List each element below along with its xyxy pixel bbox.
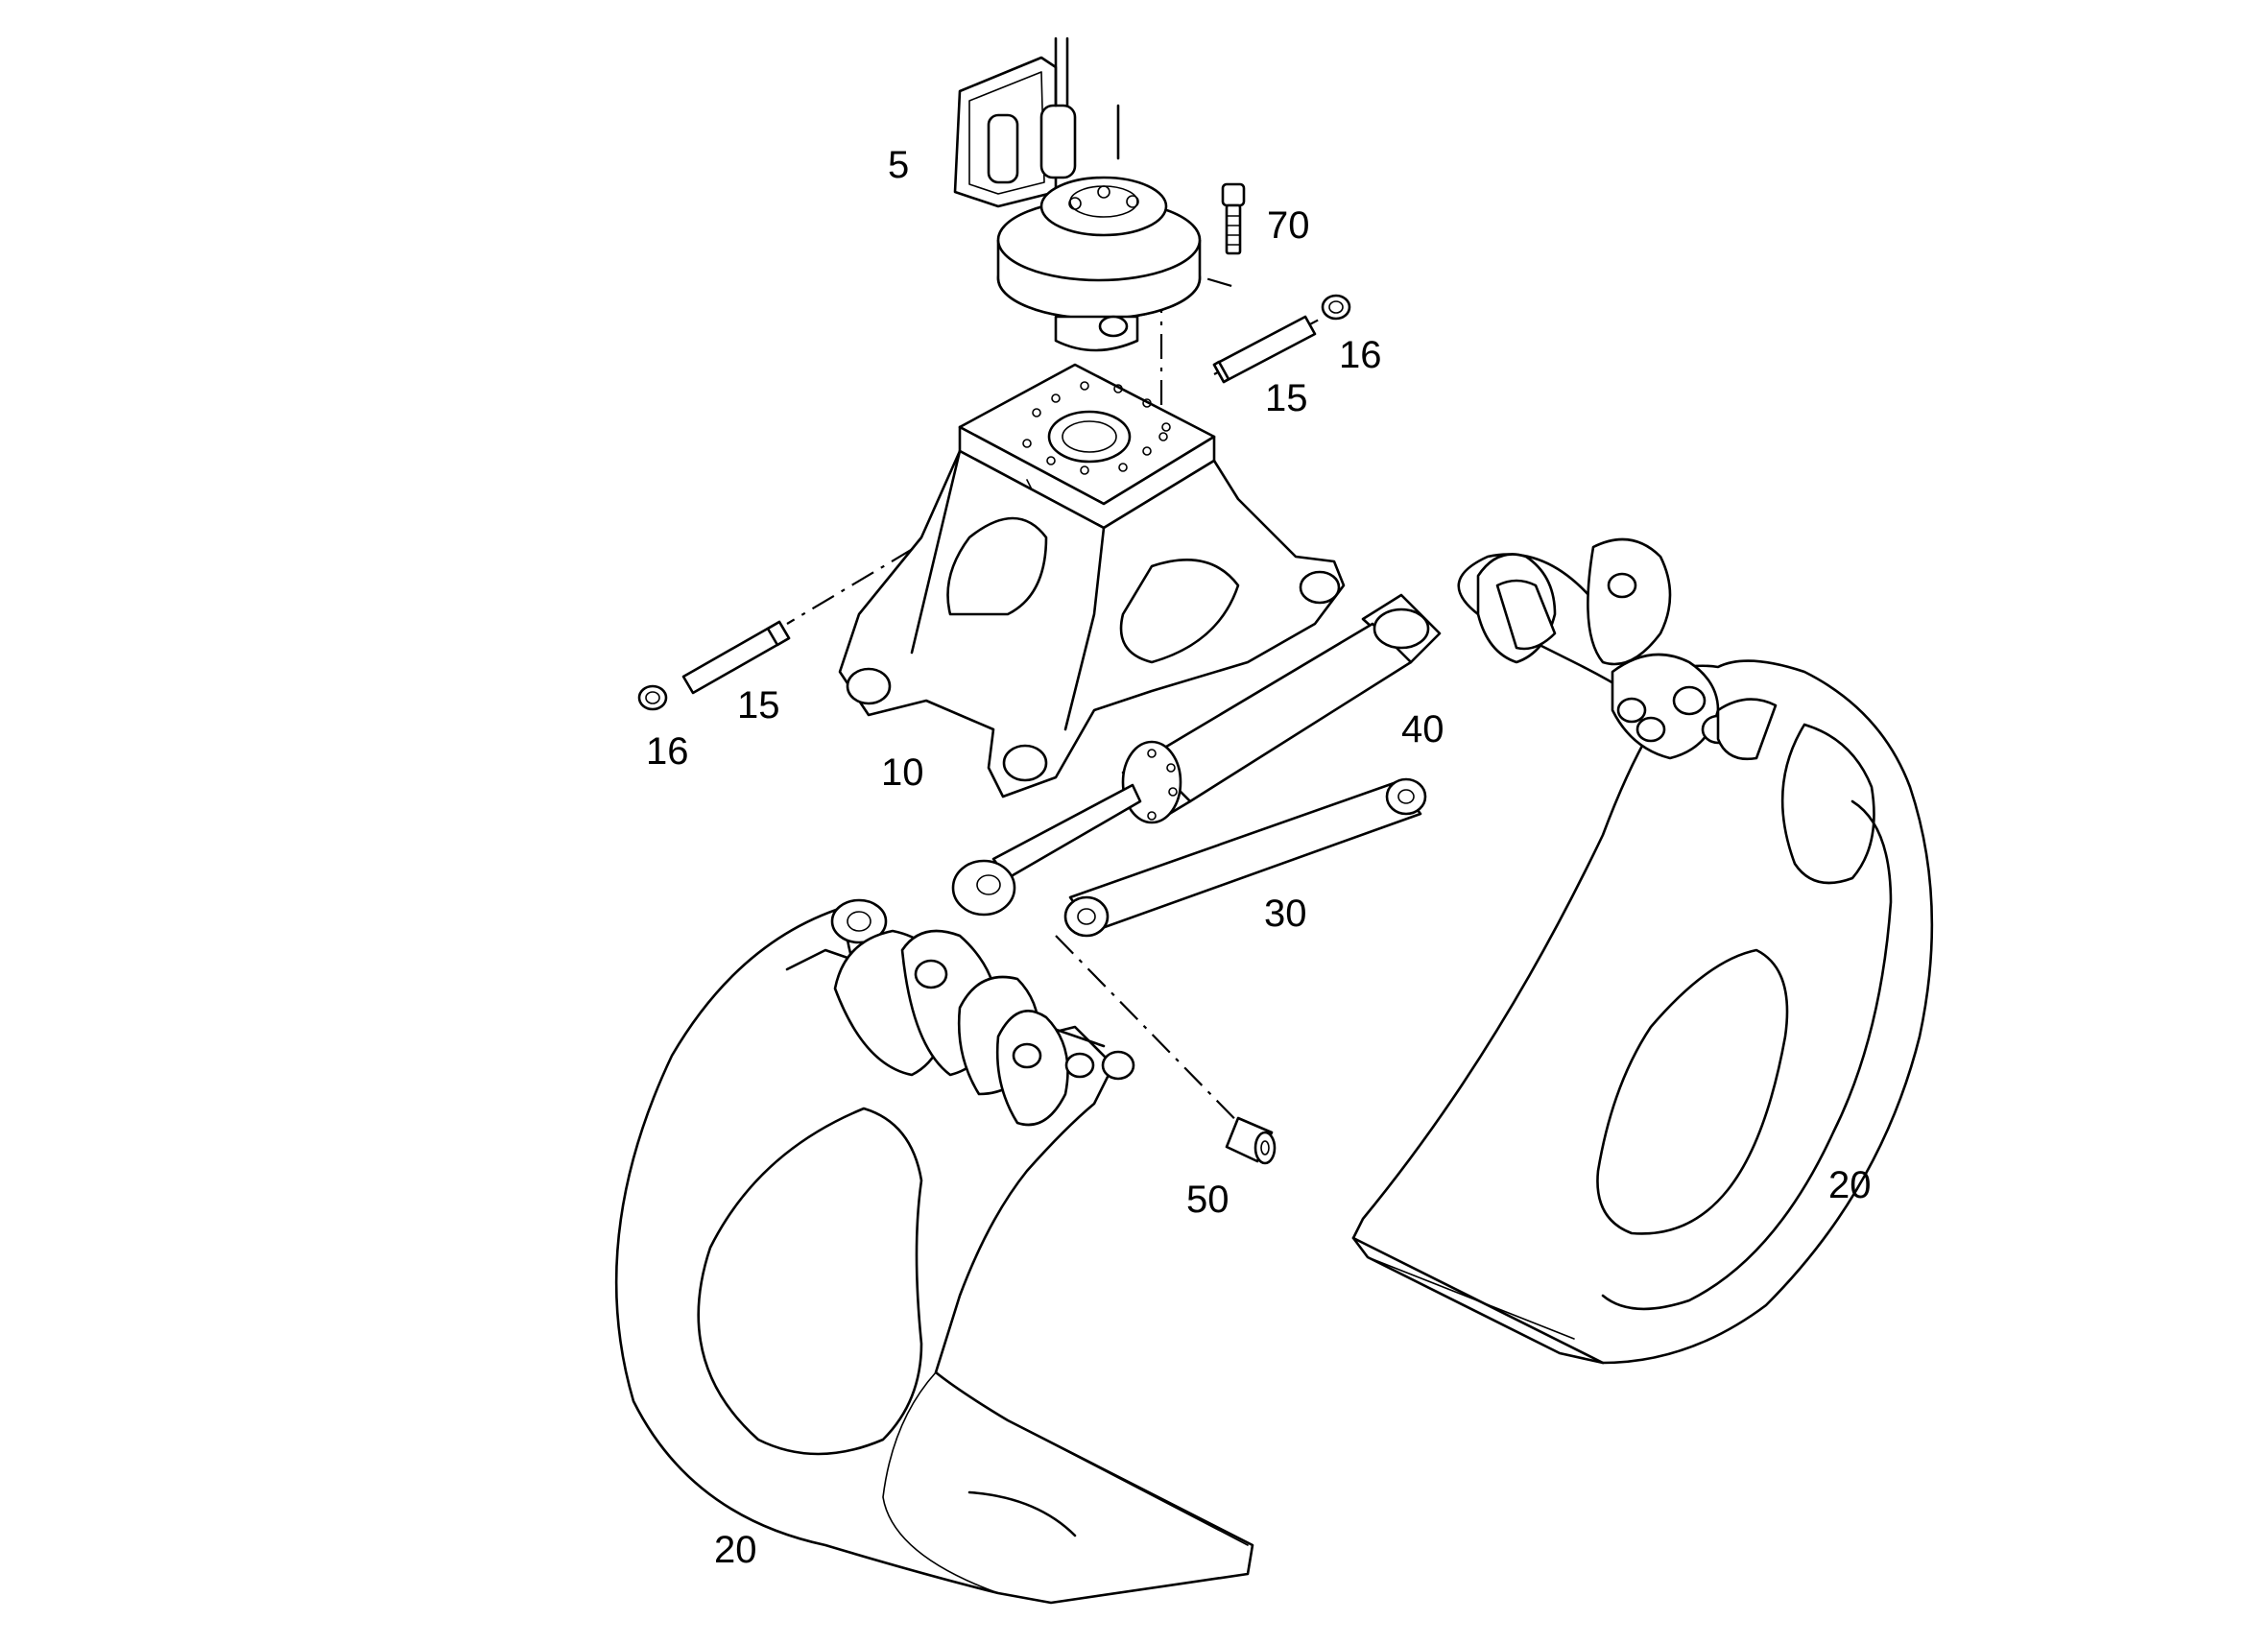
callout-part-10: 10 (881, 751, 924, 794)
callout-part-15-left: 15 (737, 684, 780, 727)
callout-part-15-top: 15 (1265, 377, 1308, 419)
callout-part-30: 30 (1264, 893, 1307, 935)
callout-part-20-right: 20 (1828, 1164, 1872, 1206)
cap-part-16-left (637, 684, 668, 711)
callout-part-16-left: 16 (646, 730, 689, 773)
rotator-part-5 (953, 36, 1202, 352)
callout-part-50: 50 (1186, 1179, 1229, 1221)
pin-part-50 (1225, 1116, 1277, 1165)
callout-part-20-left: 20 (714, 1529, 757, 1571)
tine-part-20-left (614, 898, 1254, 1605)
head-frame-part-10 (838, 363, 1346, 798)
tine-part-20-right (1351, 537, 1934, 1365)
cylinder-part-40 (951, 593, 1442, 917)
callout-part-70: 70 (1267, 204, 1310, 247)
callout-part-40: 40 (1401, 708, 1444, 751)
callout-part-5: 5 (888, 144, 910, 186)
pin-part-15-left (681, 620, 791, 695)
cap-part-16-top (1321, 294, 1351, 321)
bolt-part-70 (1221, 182, 1246, 255)
pin-part-15-top (1212, 315, 1317, 384)
link-arm-part-30 (1063, 777, 1427, 938)
callout-part-16-top: 16 (1339, 334, 1382, 376)
